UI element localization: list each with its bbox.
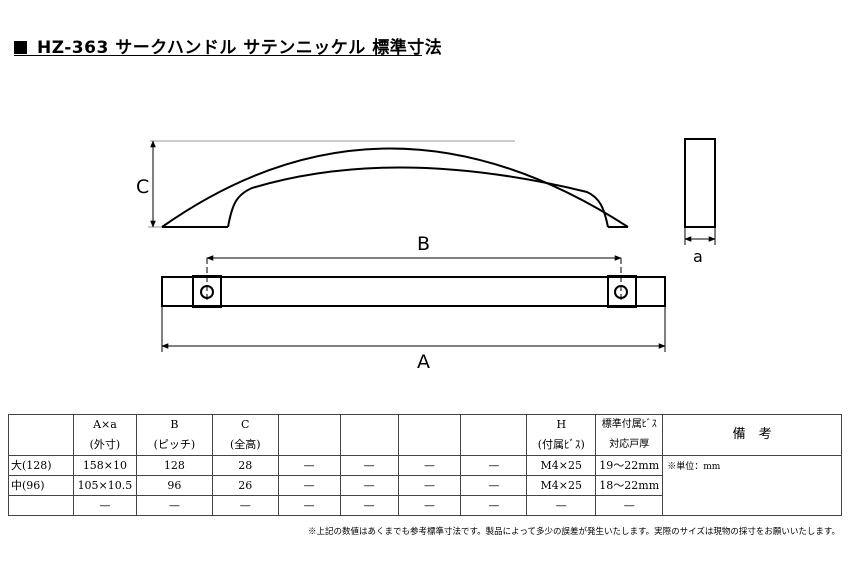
label-a-small: a bbox=[693, 247, 703, 266]
header-cell: (ピッチ) bbox=[135, 435, 213, 456]
header-cell bbox=[460, 435, 528, 456]
header-cell: B bbox=[135, 414, 213, 435]
table-cell: — bbox=[595, 495, 664, 516]
title-text: HZ-363 サークハンドル サテンニッケル 標準寸法 bbox=[37, 38, 443, 58]
dimension-a-big bbox=[161, 307, 666, 352]
table-cell: 19〜22mm bbox=[595, 455, 664, 476]
table-cell: — bbox=[526, 495, 597, 516]
header-cell: (外寸) bbox=[72, 435, 137, 456]
table-cell: — bbox=[460, 475, 528, 496]
header-cell: 標準付属ﾋﾞｽ bbox=[595, 414, 664, 435]
table-cell: — bbox=[277, 495, 341, 516]
table-cell: — bbox=[339, 475, 399, 496]
label-a-big: A bbox=[417, 351, 430, 373]
handle-bottom-view bbox=[161, 275, 666, 308]
table-cell: 96 bbox=[135, 475, 213, 496]
table-cell: — bbox=[397, 475, 462, 496]
table-cell: 大(128) bbox=[8, 455, 74, 476]
handle-end-view bbox=[684, 138, 716, 228]
table-header-row: A×a B C H 標準付属ﾋﾞｽ 備 考 bbox=[8, 414, 842, 456]
label-c: C bbox=[136, 176, 149, 198]
header-cell bbox=[8, 414, 74, 435]
header-cell bbox=[277, 414, 341, 435]
header-cell bbox=[397, 414, 462, 435]
table-cell: M4×25 bbox=[526, 455, 597, 476]
table-cell: — bbox=[277, 475, 341, 496]
dimension-c bbox=[148, 140, 515, 228]
table-cell: — bbox=[397, 455, 462, 476]
table-cell: — bbox=[397, 495, 462, 516]
table-cell: 158×10 bbox=[72, 455, 137, 476]
dimension-drawing: C a B A bbox=[136, 138, 716, 373]
header-cell: (付属ﾋﾞｽ) bbox=[526, 435, 597, 456]
square-bullet-icon bbox=[14, 41, 27, 54]
table-cell: — bbox=[460, 495, 528, 516]
header-cell: A×a bbox=[72, 414, 137, 435]
table-cell: — bbox=[277, 455, 341, 476]
header-cell bbox=[397, 435, 462, 456]
spec-table: A×a B C H 標準付属ﾋﾞｽ 備 考 (外寸) (ピッチ) (全高) (付… bbox=[8, 414, 842, 516]
header-cell: C bbox=[211, 414, 279, 435]
label-b: B bbox=[417, 233, 430, 255]
header-cell bbox=[8, 435, 74, 456]
table-row: — — — — — — — — — bbox=[8, 495, 842, 516]
table-cell: 105×10.5 bbox=[72, 475, 137, 496]
page-title: HZ-363 サークハンドル サテンニッケル 標準寸法 bbox=[14, 33, 442, 58]
table-cell: — bbox=[72, 495, 137, 516]
footnote: ※上記の数値はあくまでも参考標準寸法です。製品によって多少の誤差が発生いたします… bbox=[307, 527, 840, 537]
remarks-cell: ※単位：mm bbox=[662, 455, 842, 516]
table-cell: 18〜22mm bbox=[595, 475, 664, 496]
header-cell-remarks: 備 考 bbox=[662, 414, 842, 456]
table-cell: — bbox=[211, 495, 279, 516]
header-cell: H bbox=[526, 414, 597, 435]
table-cell: — bbox=[339, 455, 399, 476]
table-cell: 26 bbox=[211, 475, 279, 496]
table-cell: 128 bbox=[135, 455, 213, 476]
table-cell: — bbox=[339, 495, 399, 516]
table-cell: 中(96) bbox=[8, 475, 74, 496]
table-cell bbox=[8, 495, 74, 516]
title-underline bbox=[14, 55, 422, 56]
header-cell bbox=[277, 435, 341, 456]
header-cell bbox=[339, 414, 399, 435]
header-cell: 対応戸厚 bbox=[595, 435, 664, 456]
table-cell: 28 bbox=[211, 455, 279, 476]
header-cell: (全高) bbox=[211, 435, 279, 456]
dimension-a-small bbox=[684, 227, 716, 245]
table-cell: — bbox=[460, 455, 528, 476]
handle-side-view bbox=[161, 147, 629, 228]
table-row: 大(128) 158×10 128 28 — — — — M4×25 19〜22… bbox=[8, 455, 842, 516]
table-cell: M4×25 bbox=[526, 475, 597, 496]
table-cell: — bbox=[135, 495, 213, 516]
header-cell bbox=[460, 414, 528, 435]
table-header-row: (外寸) (ピッチ) (全高) (付属ﾋﾞｽ) 対応戸厚 bbox=[8, 435, 842, 456]
header-cell bbox=[339, 435, 399, 456]
